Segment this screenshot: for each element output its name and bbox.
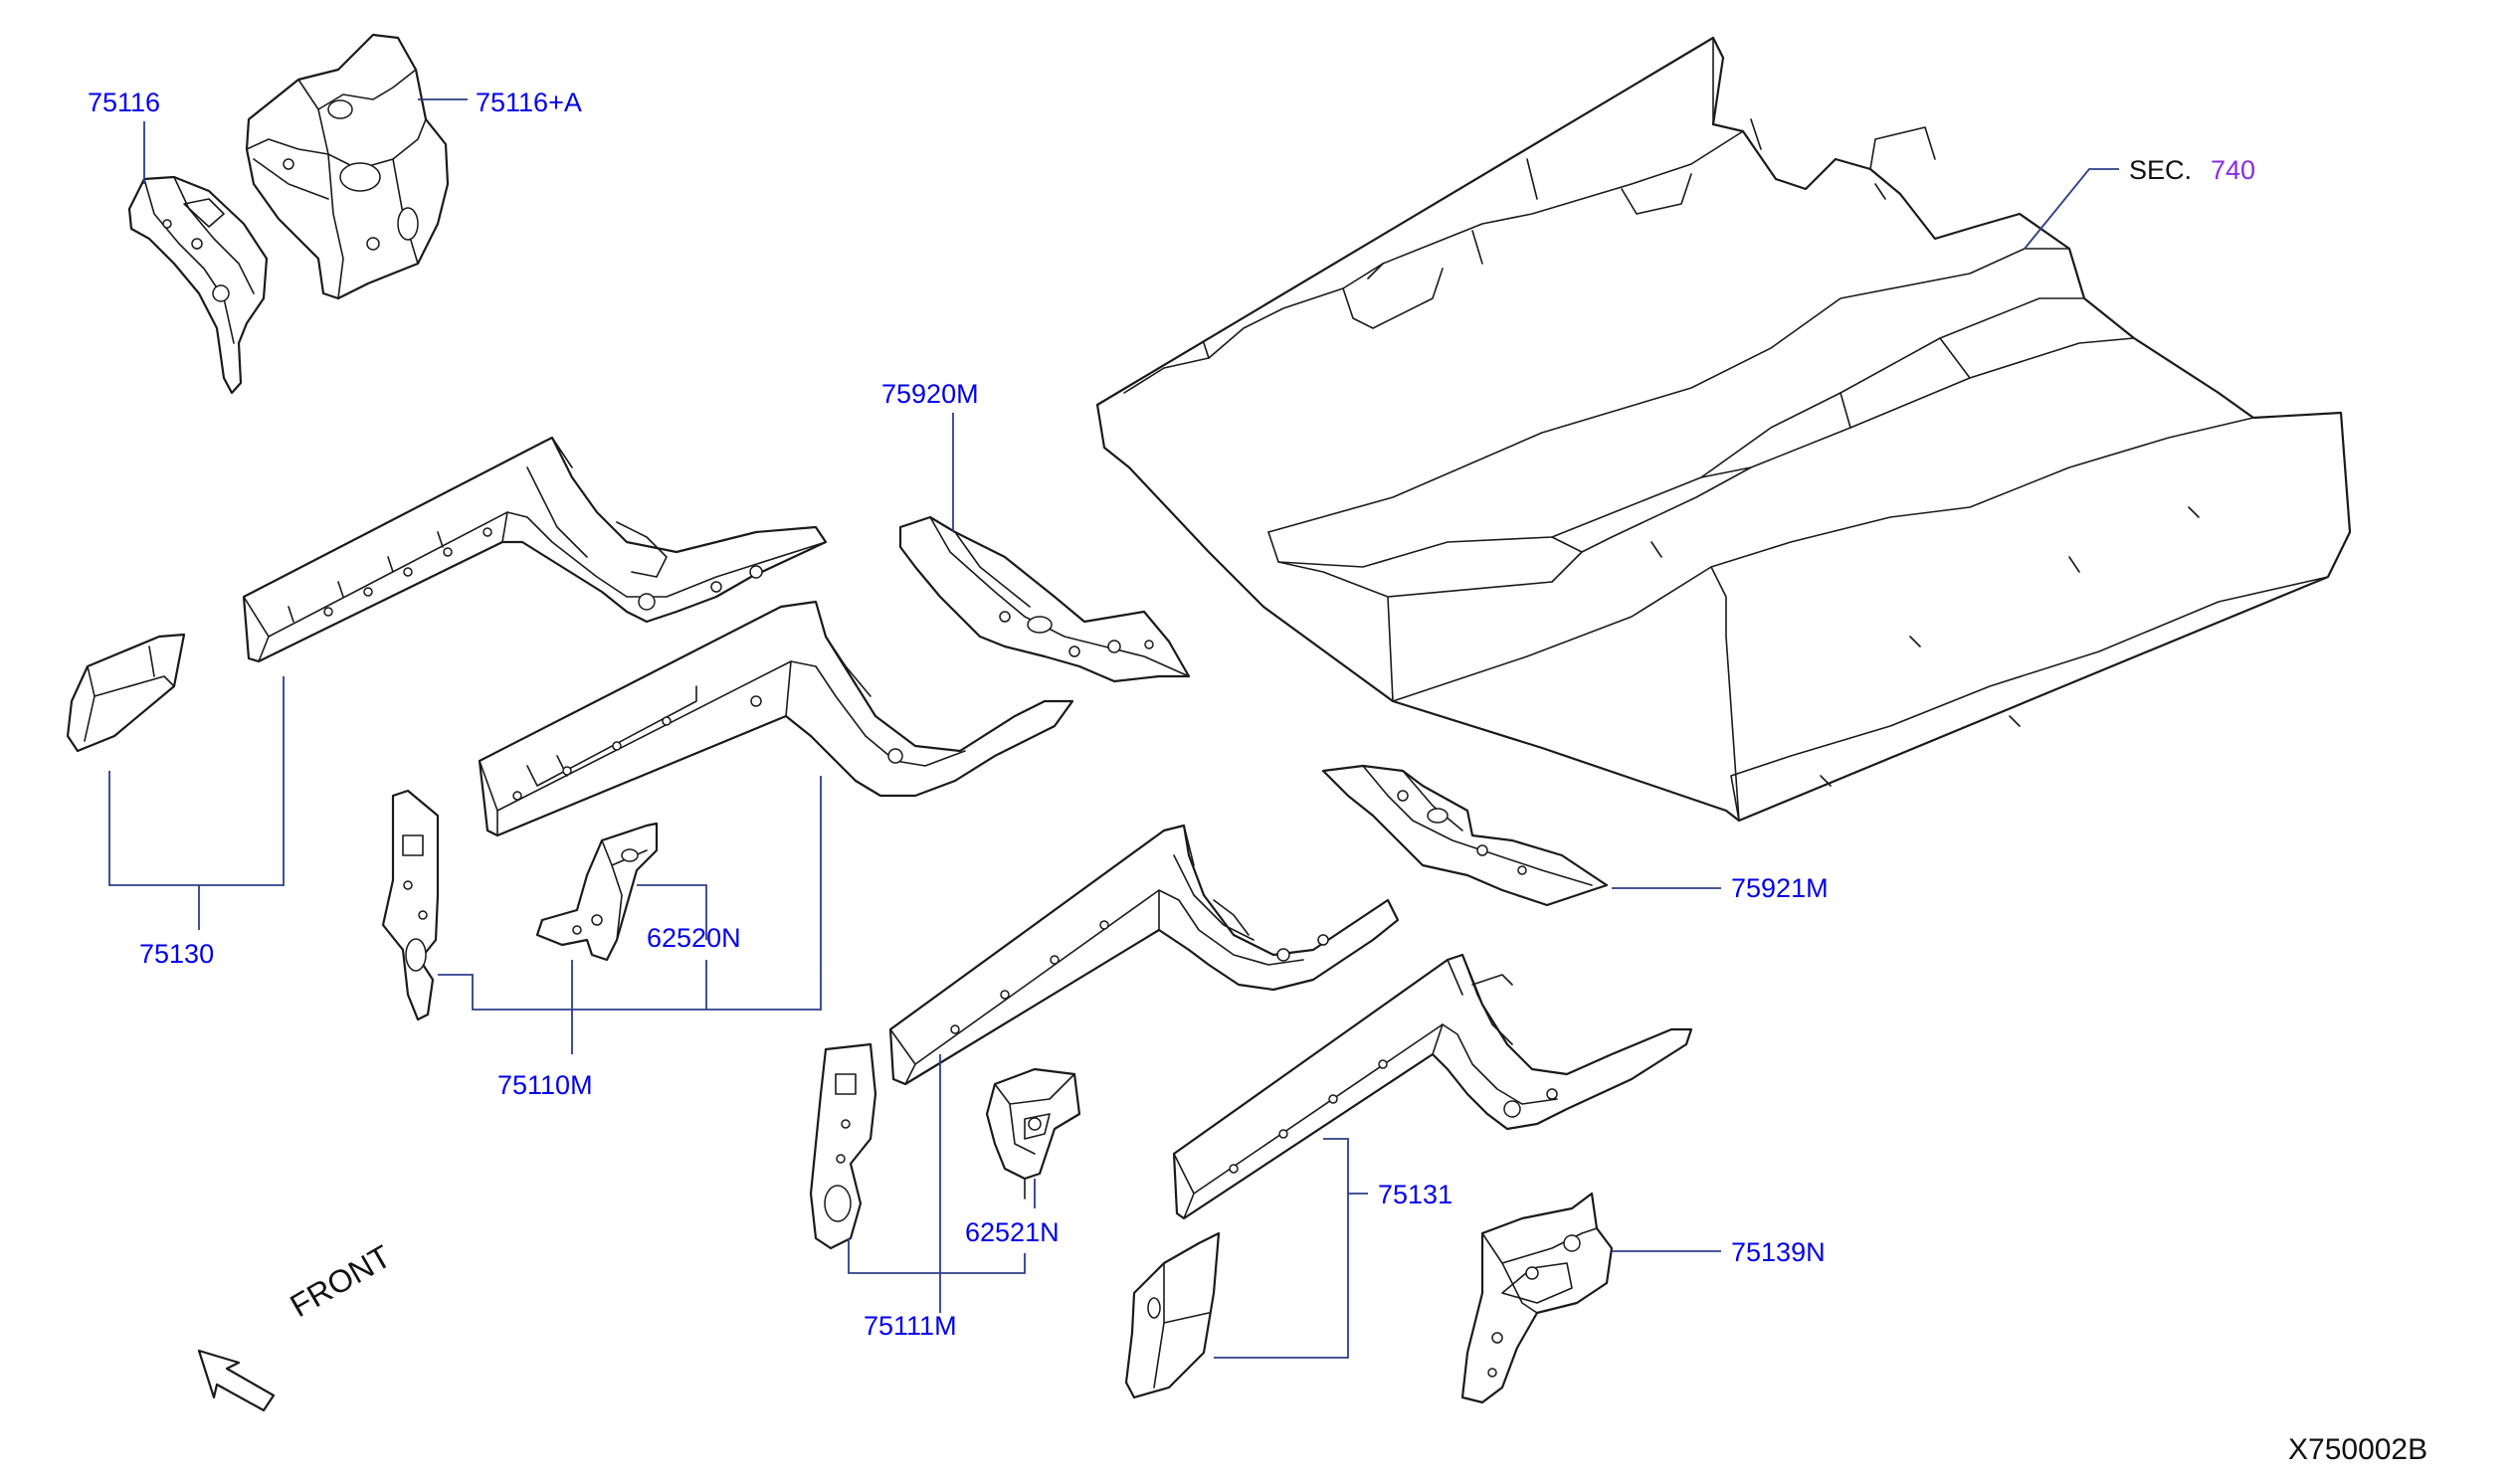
label-75130: 75130 — [139, 939, 214, 969]
leader-75111m — [848, 1238, 1026, 1274]
label-75116-a: 75116+A — [476, 88, 582, 117]
label-75110m: 75110M — [497, 1070, 593, 1100]
label-75116: 75116 — [88, 88, 160, 117]
leader-62520n — [637, 884, 707, 940]
part-75139n — [1460, 1192, 1614, 1404]
part-62521n — [985, 1067, 1081, 1199]
label-75139n: 75139N — [1731, 1237, 1826, 1267]
part-75131-rail — [1172, 953, 1693, 1220]
label-75131: 75131 — [1378, 1180, 1453, 1209]
part-75111m-rail — [888, 824, 1400, 1086]
part-75110m-rail — [478, 600, 1074, 837]
front-arrow-icon — [197, 1349, 276, 1412]
part-75116-a — [245, 33, 450, 300]
part-75920m — [898, 515, 1191, 683]
leader-75110m — [438, 776, 822, 1011]
label-62521n: 62521N — [965, 1217, 1060, 1247]
part-75111m-plate — [809, 1042, 877, 1250]
label-62520n: 62520N — [647, 923, 741, 953]
part-62520n — [535, 822, 659, 962]
part-75130-rail — [242, 436, 828, 663]
leader-75131 — [1214, 1138, 1349, 1359]
label-75921m: 75921M — [1731, 873, 1829, 903]
part-75921m — [1321, 764, 1609, 907]
label-75920m: 75920M — [881, 379, 979, 409]
leader-sec740 — [2024, 168, 2119, 250]
sec-prefix: SEC. — [2129, 155, 2192, 185]
front-label: FRONT — [285, 1238, 397, 1324]
part-75110m-plate — [381, 789, 440, 1021]
diagram-code: X750002B — [2288, 1433, 2427, 1466]
part-75131-extension — [1124, 1231, 1221, 1399]
label-75111m: 75111M — [864, 1311, 957, 1341]
part-75130-extension — [66, 633, 186, 753]
sec-number: 740 — [2211, 155, 2255, 185]
leader-75130 — [108, 676, 285, 886]
part-75116 — [127, 175, 269, 395]
